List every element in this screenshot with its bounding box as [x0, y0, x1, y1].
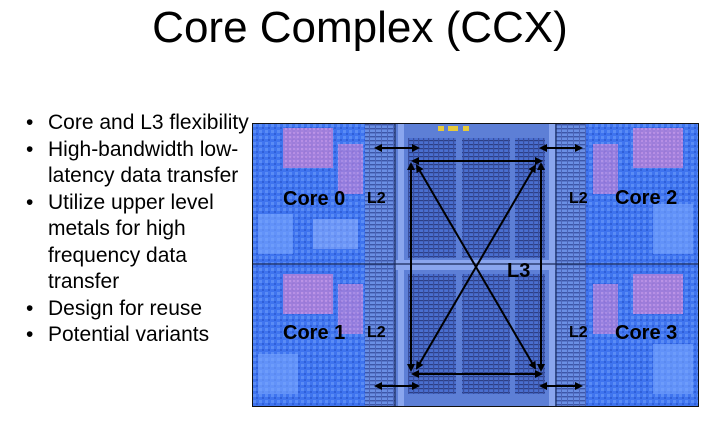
- l3-label: L3: [507, 260, 531, 282]
- bullet-item: Potential variants: [24, 322, 254, 349]
- l2-label-core-1: L2: [367, 324, 386, 341]
- l2-label-core-2: L2: [569, 190, 588, 207]
- l2-label-core-0: L2: [367, 190, 386, 207]
- bullet-item: High-bandwidth low-latency data transfer: [24, 137, 254, 190]
- core-2-label: Core 2: [615, 187, 678, 209]
- bullet-item: Utilize upper level metals for high freq…: [24, 190, 254, 296]
- l2-label-core-3: L2: [569, 324, 588, 341]
- bullet-list: Core and L3 flexibility High-bandwidth l…: [24, 110, 254, 349]
- bullet-item: Design for reuse: [24, 296, 254, 323]
- ccx-die-photo: Core 0 Core 1 Core 2 Core 3 L2 L2 L2 L2 …: [252, 123, 699, 407]
- die-floorplan-graphic: [253, 124, 698, 406]
- core-3-label: Core 3: [615, 322, 678, 344]
- bullet-item: Core and L3 flexibility: [24, 110, 254, 137]
- core-0-label: Core 0: [283, 188, 346, 210]
- data-path-arrows: [374, 144, 583, 390]
- slide-title: Core Complex (CCX): [152, 3, 568, 52]
- core-1-label: Core 1: [283, 322, 346, 344]
